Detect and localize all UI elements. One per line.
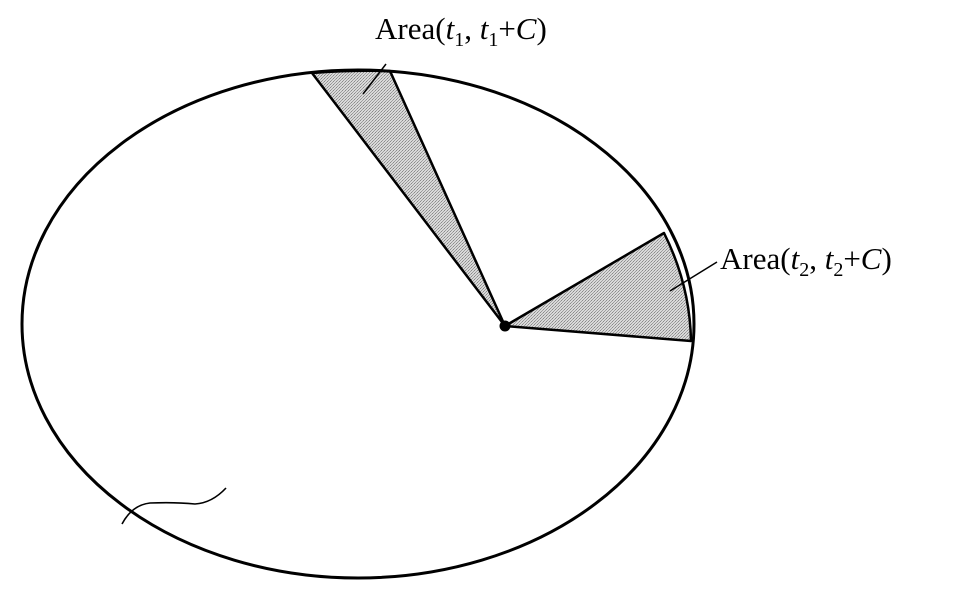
area-label-2: Area(t2, t2+C) — [720, 241, 892, 281]
orbit-ellipse — [20, 68, 696, 580]
area-sector-1 — [310, 69, 507, 328]
area-sector-2 — [503, 231, 693, 343]
focus-point — [499, 320, 511, 332]
area-label-1: Area(t1, t1+C) — [375, 11, 547, 51]
leader-line-area-2 — [669, 261, 718, 292]
leader-line-area-1 — [362, 63, 387, 95]
stray-curve-mark — [121, 487, 227, 525]
